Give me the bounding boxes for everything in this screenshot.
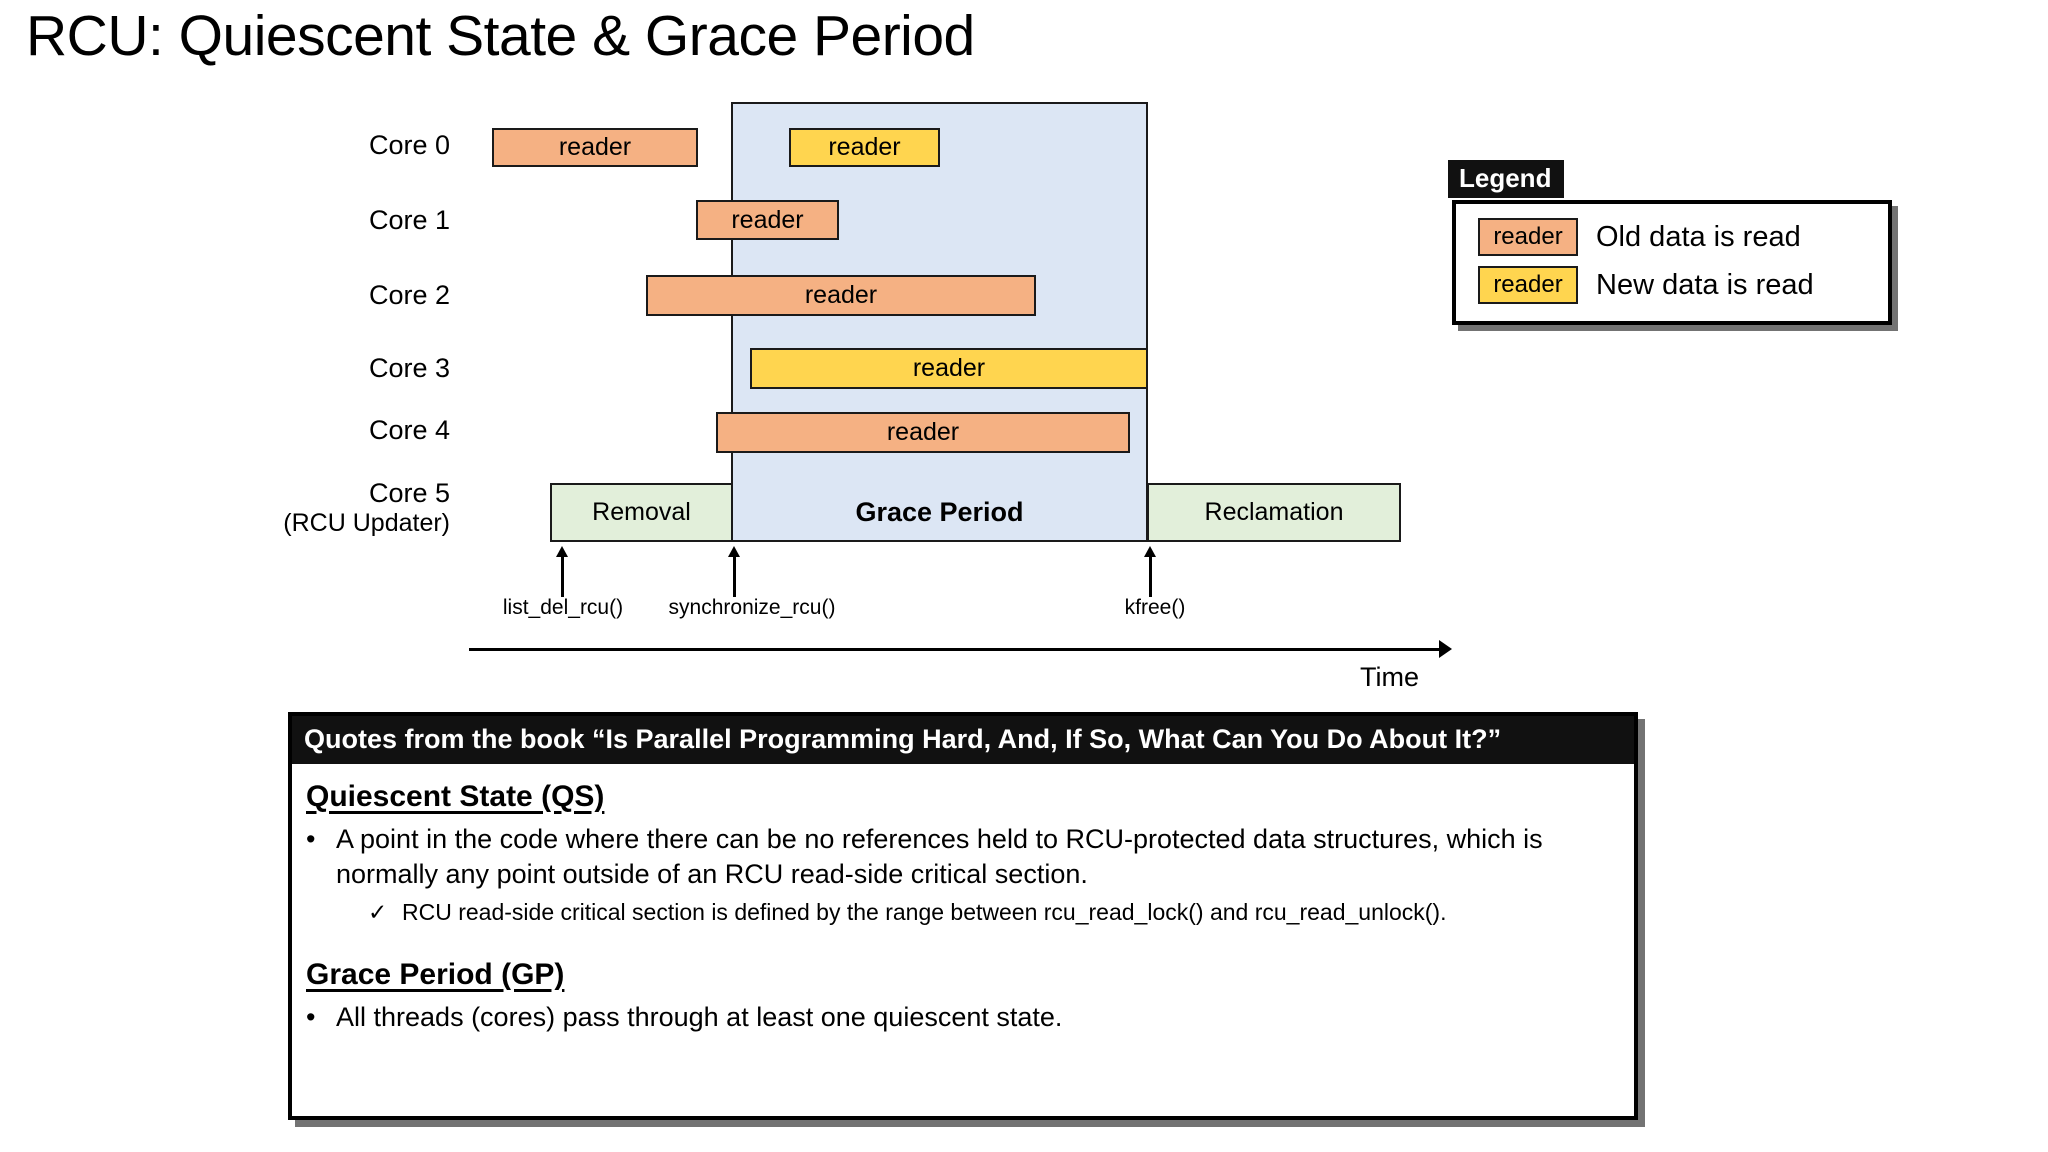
grace-period-region [731, 102, 1148, 542]
legend-row-new: reader New data is read [1478, 266, 1814, 304]
core-label-5: Core 5 (RCU Updater) [230, 478, 450, 538]
reader-bar-label: reader [828, 133, 901, 161]
reader-bar-label: reader [558, 133, 632, 161]
quotes-body: Quiescent State (QS) • A point in the co… [292, 764, 1634, 1036]
quotes-bullet-text: A point in the code where there can be n… [336, 823, 1543, 890]
event-label-synchronize-rcu: synchronize_rcu() [668, 596, 836, 619]
event-arrow-synchronize-rcu [728, 546, 740, 597]
core-label-0: Core 0 [250, 130, 450, 161]
reader-bar-core1-old: reader [696, 200, 839, 240]
quotes-box: Quotes from the book “Is Parallel Progra… [288, 712, 1638, 1120]
reader-bar-label: reader [886, 418, 960, 446]
core-label-sublabel: (RCU Updater) [283, 509, 450, 538]
core-label-text: Core 5 [368, 478, 450, 508]
quotes-bullet-qs: • A point in the code where there can be… [306, 822, 1612, 893]
quotes-header: Quotes from the book “Is Parallel Progra… [292, 716, 1634, 764]
event-arrow-kfree [1144, 546, 1156, 597]
core-label-3: Core 3 [250, 353, 450, 384]
section-spacer [306, 928, 1612, 958]
core-label-text: Core 4 [368, 415, 450, 445]
quotes-subbullet-qs: ✓ RCU read-side critical section is defi… [306, 897, 1612, 928]
core-label-text: Core 2 [368, 280, 450, 310]
reader-bar-core2-old: reader [646, 275, 1036, 316]
time-axis-line [469, 640, 1452, 658]
reclamation-label: Reclamation [1204, 498, 1344, 526]
legend-box: reader Old data is read reader New data … [1452, 200, 1892, 325]
core-label-text: Core 0 [368, 130, 450, 160]
checkmark-icon: ✓ [368, 898, 388, 925]
legend-swatch-old: reader [1478, 218, 1578, 256]
page-title: RCU: Quiescent State & Grace Period [26, 4, 975, 68]
reclamation-box: Reclamation [1147, 483, 1401, 542]
rcu-timeline-diagram: Core 0 Core 1 Core 2 Core 3 Core 4 Core … [0, 0, 1500, 700]
reader-bar-label: reader [804, 281, 878, 309]
time-axis-label: Time [1360, 662, 1419, 692]
legend-title: Legend [1448, 160, 1565, 199]
event-label-list-del-rcu: list_del_rcu() [502, 596, 624, 619]
removal-label: Removal [592, 498, 691, 526]
legend-text-new: New data is read [1596, 268, 1814, 301]
core-label-text: Core 1 [368, 205, 450, 235]
quotes-section-gp: Grace Period (GP) • All threads (cores) … [306, 958, 1612, 1036]
quotes-heading-qs: Quiescent State (QS) [306, 779, 605, 813]
bullet-marker-icon: • [306, 823, 316, 854]
reader-bar-core3-new: reader [750, 348, 1148, 389]
grace-period-box: Grace Period [731, 483, 1148, 542]
reader-bar-label: reader [912, 354, 986, 382]
reader-bar-core0-old: reader [492, 128, 698, 167]
reader-bar-label: reader [731, 205, 804, 234]
quotes-heading-gp: Grace Period (GP) [306, 957, 565, 991]
quotes-bullet-text: All threads (cores) pass through at leas… [336, 1001, 1063, 1032]
removal-box: Removal [550, 483, 733, 542]
event-arrow-list-del-rcu [556, 546, 568, 597]
event-label-kfree: kfree() [1124, 596, 1186, 619]
quotes-bullet-gp: • All threads (cores) pass through at le… [306, 1000, 1612, 1036]
reader-bar-core0-new: reader [789, 128, 940, 167]
quotes-section-qs: Quiescent State (QS) • A point in the co… [306, 780, 1612, 928]
core-label-1: Core 1 [250, 205, 450, 236]
legend-row-old: reader Old data is read [1478, 218, 1801, 256]
grace-period-label: Grace Period [855, 497, 1024, 527]
quotes-subbullet-text: RCU read-side critical section is define… [402, 898, 1447, 925]
core-label-2: Core 2 [250, 280, 450, 311]
legend-text-old: Old data is read [1596, 220, 1801, 253]
reader-bar-core4-old: reader [716, 412, 1130, 453]
core-label-text: Core 3 [368, 353, 450, 383]
core-label-4: Core 4 [250, 415, 450, 446]
legend-swatch-label: reader [1493, 271, 1563, 298]
legend-swatch-label: reader [1493, 223, 1563, 250]
legend-swatch-new: reader [1478, 266, 1578, 304]
bullet-marker-icon: • [306, 1001, 316, 1032]
